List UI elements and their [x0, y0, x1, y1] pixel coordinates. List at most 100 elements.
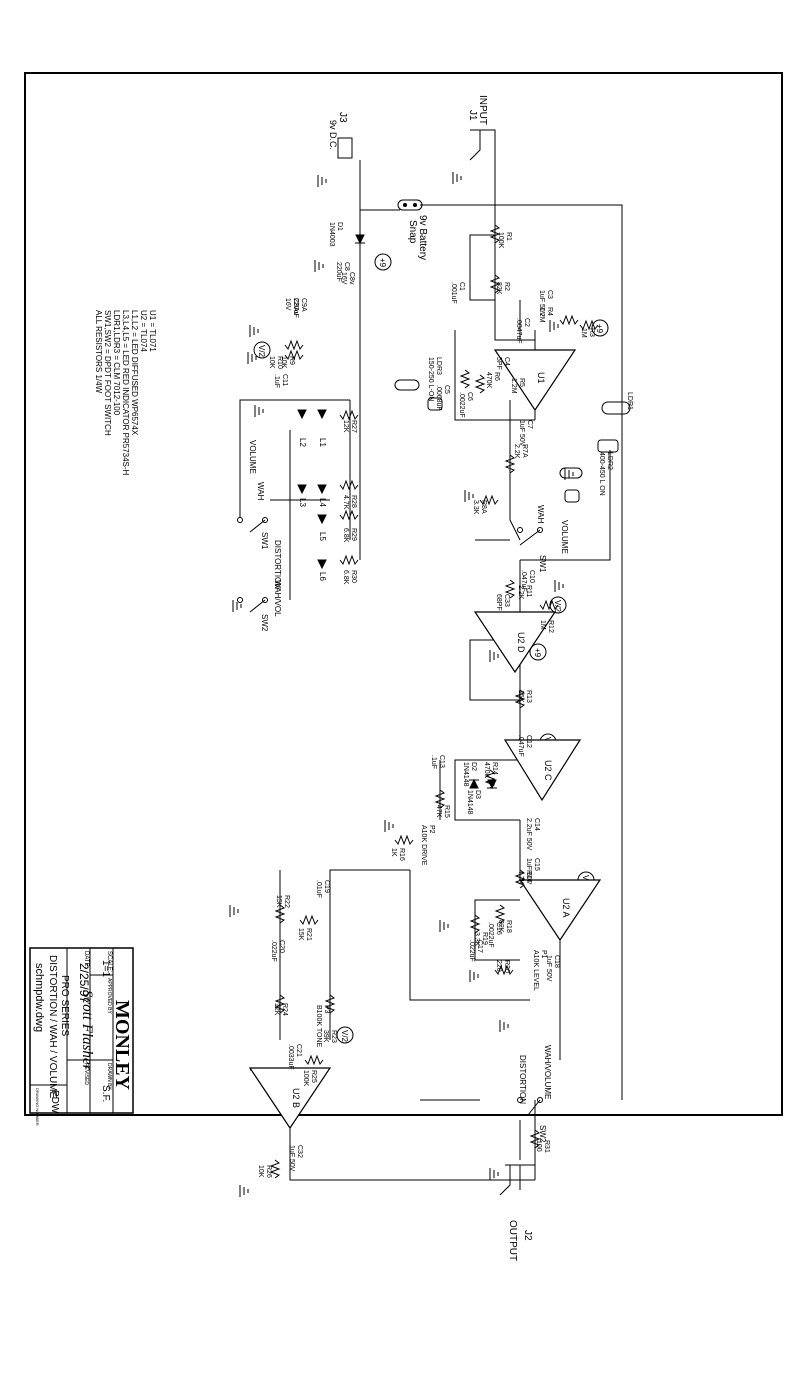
switch-sw1-main: [517, 527, 543, 546]
switch-labels: SW1 SW1 SW2 SW2 VOLUME WAH WAH/VOLUME DI…: [260, 505, 569, 1143]
title-line-1: PRO SERIES: [59, 975, 70, 1036]
component-ref: R31: [543, 1140, 550, 1153]
component-ref: P3: [323, 1005, 330, 1014]
component-value: .1uF: [273, 374, 280, 388]
component-ref: C19: [323, 880, 330, 893]
plus9-label-1: +9: [378, 258, 387, 268]
component-value: 1N4148: [466, 790, 473, 815]
component-value: .0033uF: [287, 1044, 294, 1070]
component-ref: C14: [533, 818, 540, 831]
component-value: .047uF: [520, 570, 527, 592]
sw-wahvolume-label: WAH/VOLUME: [543, 1045, 552, 1099]
led-array: [297, 409, 327, 570]
component-value: 1N4148: [462, 762, 469, 787]
led-labels: L1 L2 L3 L4 L5 L6: [298, 438, 327, 581]
component-ref: R2: [503, 282, 510, 291]
component-value: 6.8K: [342, 528, 349, 543]
parts-note-line: U2 = TL074: [139, 310, 148, 352]
model-code: PDW: [49, 1090, 60, 1114]
component-value: 68PF: [495, 594, 502, 611]
component-ref: R29: [350, 528, 357, 541]
led-group-wahvol: WAH/VOL: [273, 580, 282, 617]
revised-label: REVISED: [83, 1063, 89, 1085]
led-group-wah: WAH: [256, 482, 265, 501]
sw1-label-a: SW1: [538, 555, 547, 573]
parts-note-line: LDR1,LDR3 = CLM 7012-100: [112, 310, 121, 416]
component-ref: C8: [343, 262, 350, 271]
component-value: 10K: [280, 356, 287, 369]
plus9-label-2: +9: [595, 324, 604, 334]
component-value: 220: [495, 960, 502, 972]
component-ref: R13: [525, 690, 532, 703]
component-ref: C1: [458, 282, 465, 291]
component-ref: C2: [523, 318, 530, 327]
component-ref: R3: [588, 328, 595, 337]
component-value: 1uF 50V: [518, 420, 525, 447]
drawing-number-label: DRAWING NUMBER: [35, 1088, 40, 1126]
u2a-label: U2 A: [561, 898, 571, 918]
battery-snap: 9v Battery Snap: [397, 199, 428, 260]
switch-sw1-lower: [237, 517, 268, 533]
logo-text: MONLEY: [111, 1000, 133, 1091]
component-value: .1uF: [430, 755, 437, 769]
component-value: .0068uF: [435, 385, 442, 411]
led-l3: L3: [298, 498, 307, 507]
component-ref: D3: [474, 790, 481, 799]
wiring: [239, 160, 623, 1181]
component-ref: C20: [278, 940, 285, 953]
component-value: 1uF 50V: [545, 955, 552, 982]
component-value: 12K: [342, 420, 349, 433]
u2c-label: U2 C: [543, 760, 553, 781]
component-ref: C5: [443, 385, 450, 394]
component-ref: C8v: [348, 272, 355, 285]
component-ref: R25: [310, 1070, 317, 1083]
component-value: .022uF: [468, 940, 475, 962]
parts-note-line: SW1,SW2 = DPDT FOOT SWITCH: [103, 310, 112, 436]
sw1-label-b: SW1: [260, 532, 269, 550]
opamp-u2c: [503, 739, 582, 802]
component-value: 2.2K: [517, 585, 524, 600]
component-value: 400-450 L ON: [598, 452, 605, 496]
component-ref: R4: [546, 307, 553, 316]
component-value: .047uF: [517, 735, 524, 757]
component-ref: R20: [503, 960, 510, 973]
opamps: [248, 349, 602, 1130]
component-ref: R22: [283, 895, 290, 908]
component-ref: R30: [350, 570, 357, 583]
component-value: 220uF: [335, 262, 342, 282]
component-value: 16V: [284, 298, 291, 311]
component-value: 470K: [485, 372, 492, 389]
component-ref: R23: [330, 1030, 337, 1043]
component-ref: R21: [305, 928, 312, 941]
led-l4: L4: [318, 498, 327, 507]
sw2-label-a: SW2: [538, 1125, 547, 1143]
led-l5: L5: [318, 532, 327, 541]
component-ref: C17: [476, 940, 483, 953]
component-ref: R19: [481, 932, 488, 945]
component-value: 82K: [495, 282, 502, 295]
component-value: 2.2K: [513, 444, 520, 459]
component-ref: R14: [491, 762, 498, 775]
component-ref: LDR2: [606, 452, 613, 470]
component-ref: R8A: [480, 500, 487, 514]
component-value: 3.3K: [473, 932, 480, 947]
input-jack-j1: J1 INPUT: [467, 95, 496, 161]
component-value: 1uF 50V: [525, 858, 532, 885]
component-ref: R16: [398, 848, 405, 861]
component-ref: C12: [525, 735, 532, 748]
parts-note-line: U1 = TL071: [148, 310, 157, 352]
component-ref: P2: [428, 825, 435, 834]
component-value: .0022uF: [487, 922, 494, 948]
resistor-bodies: [269, 224, 599, 1179]
dc-jack-j3: J3 9v D.C.: [328, 112, 353, 159]
component-ref: C21: [295, 1044, 302, 1057]
component-ref: R5: [518, 378, 525, 387]
component-value: 1N4003: [328, 222, 335, 247]
opamp-u1: [493, 349, 577, 412]
component-value: 1.2M: [538, 307, 545, 323]
u1-label: U1: [536, 372, 546, 384]
component-ref: LDR1: [626, 392, 633, 410]
component-value: 47K: [435, 805, 442, 818]
component-value: 1uF 50V: [538, 290, 545, 317]
